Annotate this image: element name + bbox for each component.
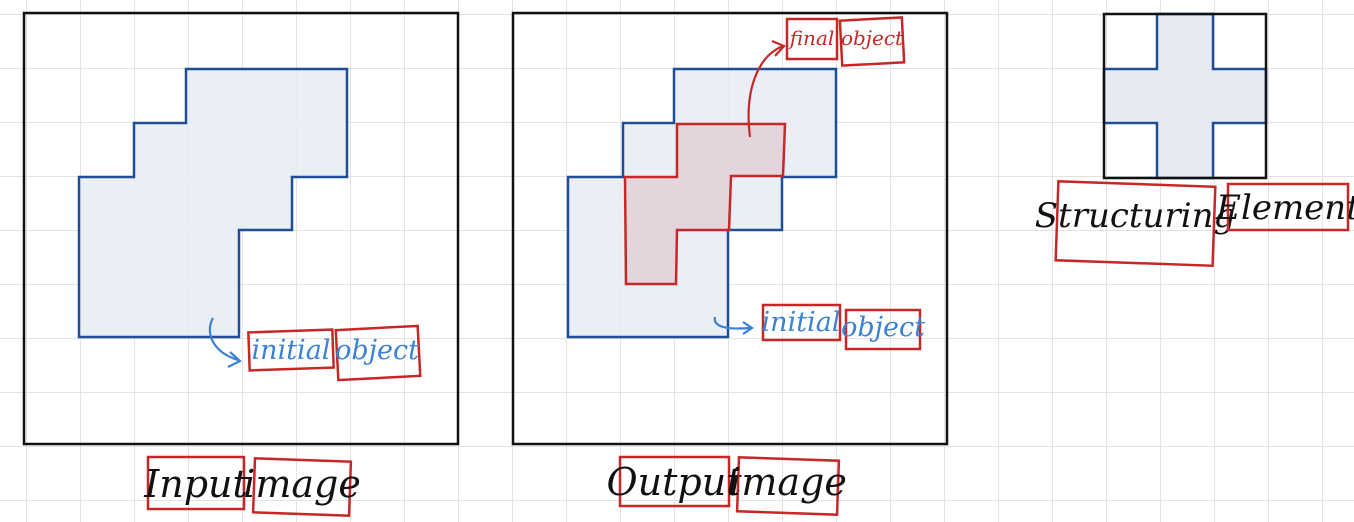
input-initial-object — [77, 67, 349, 339]
structuring-caption-word-2: Element — [1215, 188, 1354, 228]
input-annotation-arrow — [208, 317, 239, 362]
structuring-element-cross — [1102, 12, 1268, 180]
output-caption-word-1: Output — [607, 460, 743, 504]
output-final-object — [623, 122, 787, 286]
structuring-element-panel: Structuring Element — [1035, 12, 1354, 268]
input-caption-box-1 — [146, 455, 246, 511]
structuring-caption-word-1: Structuring — [1035, 196, 1236, 236]
input-annotation-box-1 — [247, 328, 335, 372]
input-annotation-arrowhead — [227, 351, 242, 368]
input-image-frame — [22, 11, 460, 446]
output-caption-box-2 — [735, 455, 841, 517]
final-annotation-box-2 — [838, 16, 906, 67]
output-annotation-box-1 — [761, 303, 842, 342]
output-annotation-word-1: initial — [762, 307, 841, 338]
final-object-arrowhead — [771, 39, 786, 57]
output-annotation-arrowhead — [742, 321, 754, 335]
input-annotation-word-1: initial — [252, 335, 331, 366]
final-annotation-word-1: final — [788, 26, 835, 50]
final-annotation-word-2: object — [841, 26, 904, 50]
structuring-element-frame — [1102, 12, 1268, 180]
input-annotation-box-2 — [334, 324, 422, 382]
input-caption-box-2 — [251, 457, 353, 517]
output-caption-box-1 — [618, 455, 731, 508]
output-caption-word-2: image — [729, 460, 847, 504]
input-caption-word-2: image — [243, 462, 361, 506]
output-annotation-box-2 — [844, 308, 922, 351]
input-caption-word-1: Input — [143, 462, 248, 506]
structuring-caption-box-1 — [1054, 180, 1217, 268]
output-annotation-word-2: object — [841, 312, 925, 343]
output-image-panel: final object initial object Output image — [511, 11, 949, 517]
input-annotation-word-2: object — [335, 335, 419, 366]
structuring-caption-box-2 — [1226, 182, 1350, 232]
final-annotation-box-1 — [785, 17, 839, 61]
output-image-frame — [511, 11, 949, 446]
final-object-arrow — [747, 44, 784, 138]
output-annotation-arrow — [713, 316, 751, 330]
input-image-panel: initial object Input image — [22, 11, 460, 517]
